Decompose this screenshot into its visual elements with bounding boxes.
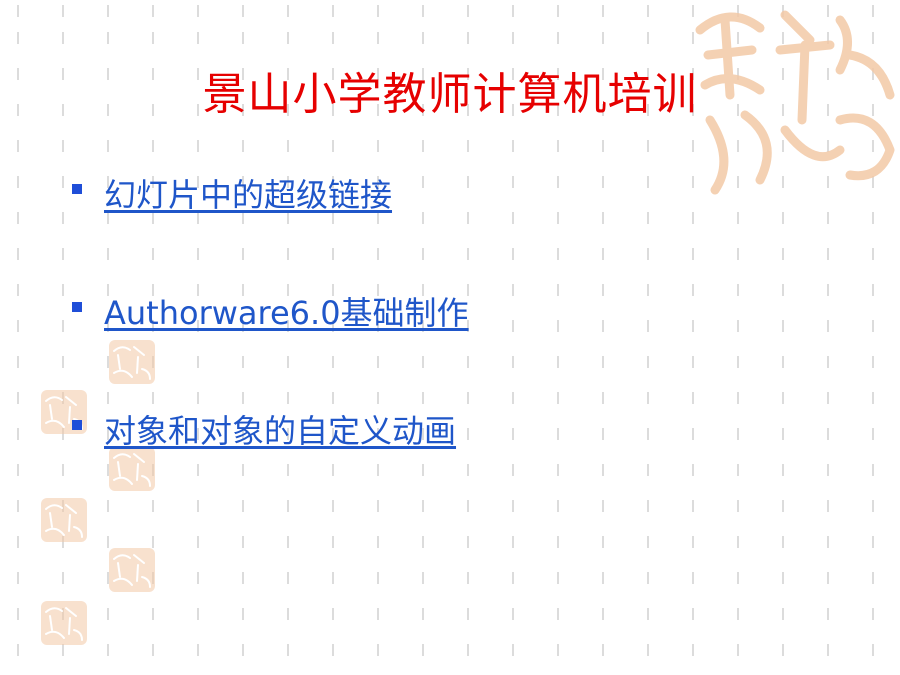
- slide-title: 景山小学教师计算机培训: [202, 69, 698, 120]
- square-bullet-icon: [72, 420, 82, 430]
- hyperlink-slides[interactable]: 幻灯片中的超级链接: [104, 176, 393, 214]
- seal-stamp-icon: [109, 548, 155, 592]
- square-bullet-icon: [72, 302, 82, 312]
- auspicious-seal-decoration: [695, 10, 895, 195]
- seal-stamp-icon: [41, 498, 87, 542]
- seal-stamp-icon: [109, 447, 155, 491]
- seal-stamp-icon: [41, 601, 87, 645]
- square-bullet-icon: [72, 184, 82, 194]
- hyperlink-authorware[interactable]: Authorware6.0基础制作: [104, 294, 469, 332]
- hyperlink-custom-animation[interactable]: 对象和对象的自定义动画: [104, 412, 457, 450]
- seal-stamp-icon: [109, 340, 155, 384]
